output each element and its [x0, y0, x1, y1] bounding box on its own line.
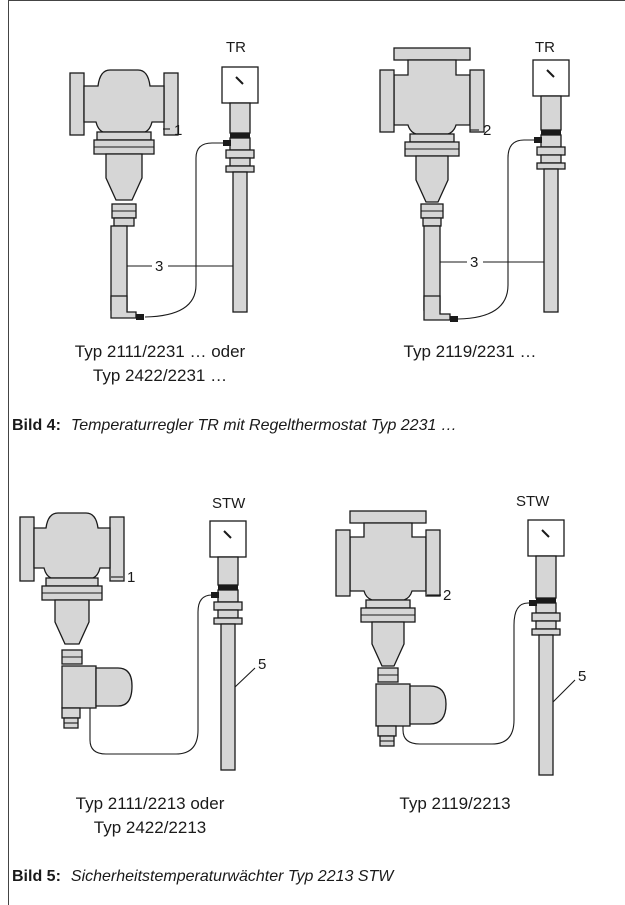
- figure4-caption: Bild 4: Temperaturregler TR mit Regelther…: [12, 417, 457, 435]
- frame-left-rule: [8, 0, 9, 905]
- figure4-number: Bild 4:: [12, 417, 61, 434]
- frame-top-rule: [8, 0, 625, 1]
- fig5-right-tag: STW: [516, 493, 550, 510]
- fig4-right-callout-tube: 3: [470, 254, 478, 271]
- fig4-right-capillary: [457, 139, 535, 320]
- fig4-right-thermostat: [532, 59, 570, 313]
- fig4-left-callout-body: 1: [174, 122, 182, 139]
- fig5-left-tag: STW: [212, 495, 246, 512]
- fig4-left-capillary: [144, 142, 224, 318]
- fig4-right-caption-line1: Typ 2119/2231 …: [403, 342, 537, 361]
- fig4-left-thermostat: [221, 66, 259, 313]
- fig4-right-valve: [379, 47, 485, 322]
- fig5-left-callout-tube: 5: [258, 656, 266, 673]
- fig4-right-callout-body: 2: [483, 122, 491, 139]
- fig5-left-capillary: [89, 594, 214, 755]
- fig5-left-valve: [19, 512, 133, 729]
- fig5-right-valve: [335, 510, 447, 747]
- figure4-title: Temperaturregler TR mit Regelthermostat …: [70, 417, 457, 434]
- figure5-number: Bild 5:: [12, 868, 61, 885]
- fig5-left-thermostat: [209, 520, 247, 771]
- fig5-left-caption-line1: Typ 2111/2213 oder: [75, 794, 225, 813]
- fig5-right-capillary: [402, 602, 531, 745]
- fig4-left-caption-line1: Typ 2111/2231 … oder: [74, 342, 246, 361]
- figure5-caption: Bild 5: Sicherheitstemperaturwächter Typ …: [12, 868, 393, 886]
- fig5-right-callout-body: 2: [443, 587, 451, 604]
- fig4-left-valve: [69, 69, 179, 320]
- fig4-left-tag: TR: [226, 39, 246, 56]
- fig4-left-callout-tube: 3: [155, 258, 163, 275]
- figure5-title: Sicherheitstemperaturwächter Typ 2213 ST…: [70, 868, 394, 885]
- fig4-right-tag: TR: [535, 39, 555, 56]
- fig5-right-thermostat: [527, 519, 565, 776]
- fig4-left-caption-line2: Typ 2422/2231 …: [92, 366, 228, 385]
- fig5-left-callout-body: 1: [127, 569, 135, 586]
- fig5-right-caption-line1: Typ 2119/2213: [399, 794, 511, 813]
- fig5-left-caption-line2: Typ 2422/2213: [93, 818, 207, 837]
- page-frame: [8, 0, 625, 905]
- fig5-right-callout-tube: 5: [578, 668, 586, 685]
